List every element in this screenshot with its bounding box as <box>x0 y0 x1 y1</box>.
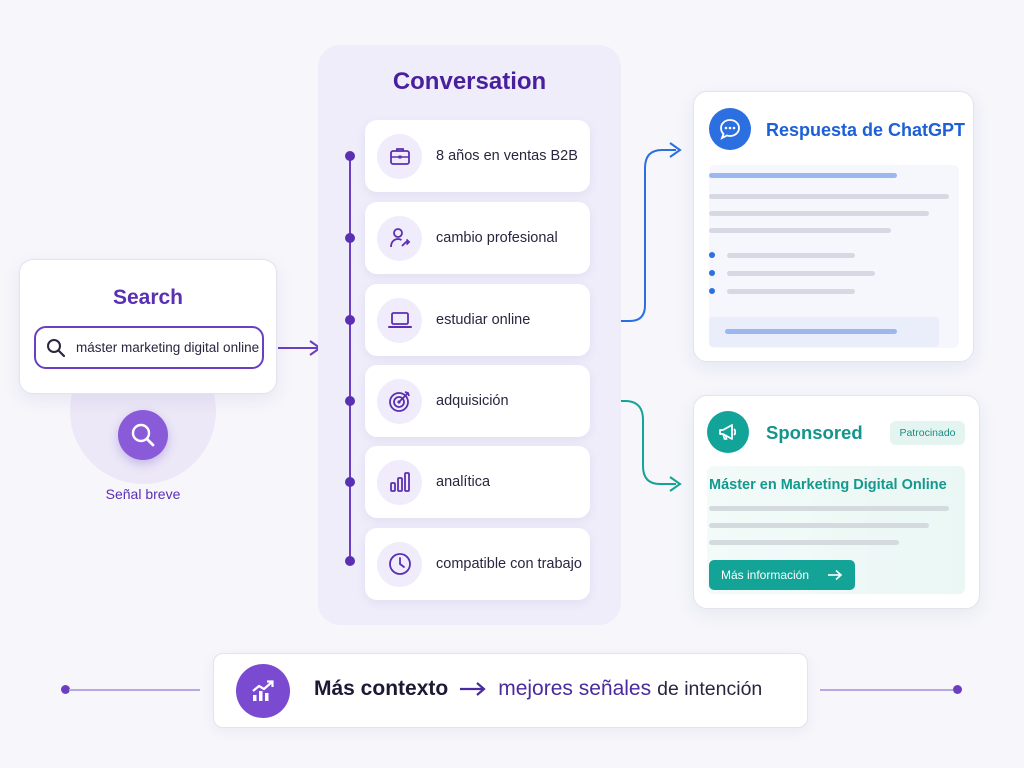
text-line-placeholder <box>727 289 855 294</box>
timeline-dot <box>345 396 355 406</box>
sponsored-title: Sponsored <box>766 422 863 443</box>
user-growth-icon <box>377 215 422 261</box>
text-line-placeholder <box>709 211 929 216</box>
timeline-dot <box>345 556 355 566</box>
megaphone-icon <box>707 411 749 453</box>
chatgpt-title: Respuesta de ChatGPT <box>766 120 966 140</box>
text-line-placeholder <box>709 173 897 178</box>
text-line-placeholder <box>709 506 949 511</box>
conversation-title: Conversation <box>392 68 547 95</box>
timeline-dot <box>345 233 355 243</box>
trending-up-icon <box>236 664 290 718</box>
summary-part-a: Más contexto <box>314 677 449 700</box>
briefcase-icon <box>377 133 422 179</box>
summary-right-dot <box>953 685 962 694</box>
bullet-dot <box>709 270 715 276</box>
target-icon <box>377 378 422 424</box>
conversation-item-label: adquisición <box>436 393 509 409</box>
bullet-dot <box>709 252 715 258</box>
conversation-item-label: cambio profesional <box>436 230 558 246</box>
search-title: Search <box>112 286 184 309</box>
conversation-item-label: 8 años en ventas B2B <box>436 148 578 164</box>
chat-bubble-icon <box>709 108 751 150</box>
timeline-dot <box>345 477 355 487</box>
text-line-placeholder <box>709 228 891 233</box>
timeline-dot <box>345 151 355 161</box>
search-icon <box>47 338 66 357</box>
laptop-icon <box>377 297 422 343</box>
conversation-item-label: analítica <box>436 474 491 490</box>
conversation-item: estudiar online <box>365 284 590 356</box>
search-input[interactable]: máster marketing digital online <box>34 326 264 369</box>
search-card: Search máster marketing digital online <box>19 259 277 394</box>
bullet-dot <box>709 288 715 294</box>
summary-part-b: mejores señales <box>498 677 652 700</box>
text-line-placeholder <box>709 523 929 528</box>
text-line-placeholder <box>727 253 855 258</box>
conversation-item: adquisición <box>365 365 590 437</box>
conversation-item-label: compatible con trabajo <box>436 556 582 572</box>
summary-part-c: de intención <box>657 677 763 700</box>
text-line-placeholder <box>709 540 899 545</box>
search-signal-icon <box>118 410 168 460</box>
ad-headline[interactable]: Máster en Marketing Digital Online <box>709 477 947 493</box>
clock-icon <box>377 541 422 587</box>
signal-label: Señal breve <box>105 486 181 502</box>
bar-chart-icon <box>377 459 422 505</box>
summary-right-line <box>820 689 953 691</box>
more-info-button[interactable]: Más información <box>709 560 855 590</box>
summary-left-line <box>69 689 200 691</box>
conversation-item: compatible con trabajo <box>365 528 590 600</box>
arrow-right-icon <box>460 682 486 696</box>
conversation-item: cambio profesional <box>365 202 590 274</box>
conversation-item: 8 años en ventas B2B <box>365 120 590 192</box>
search-query: máster marketing digital online <box>76 340 260 355</box>
text-line-placeholder <box>709 194 949 199</box>
conversation-item-label: estudiar online <box>436 312 531 328</box>
timeline-dot <box>345 315 355 325</box>
summary-left-dot <box>61 685 70 694</box>
sponsored-badge: Patrocinado <box>890 421 965 445</box>
text-line-placeholder <box>727 271 875 276</box>
text-line-placeholder <box>725 329 897 334</box>
arrow-right-icon <box>828 569 843 581</box>
summary-card <box>213 653 808 728</box>
conversation-item: analítica <box>365 446 590 518</box>
timeline-line <box>349 155 351 561</box>
more-info-label: Más información <box>721 568 810 582</box>
summary-statement: Más contexto mejores señales de intenció… <box>314 677 762 701</box>
